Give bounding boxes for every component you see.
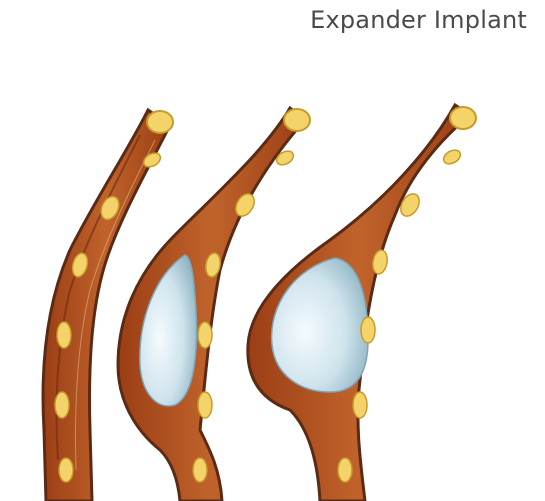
expander-illustration <box>0 0 545 501</box>
